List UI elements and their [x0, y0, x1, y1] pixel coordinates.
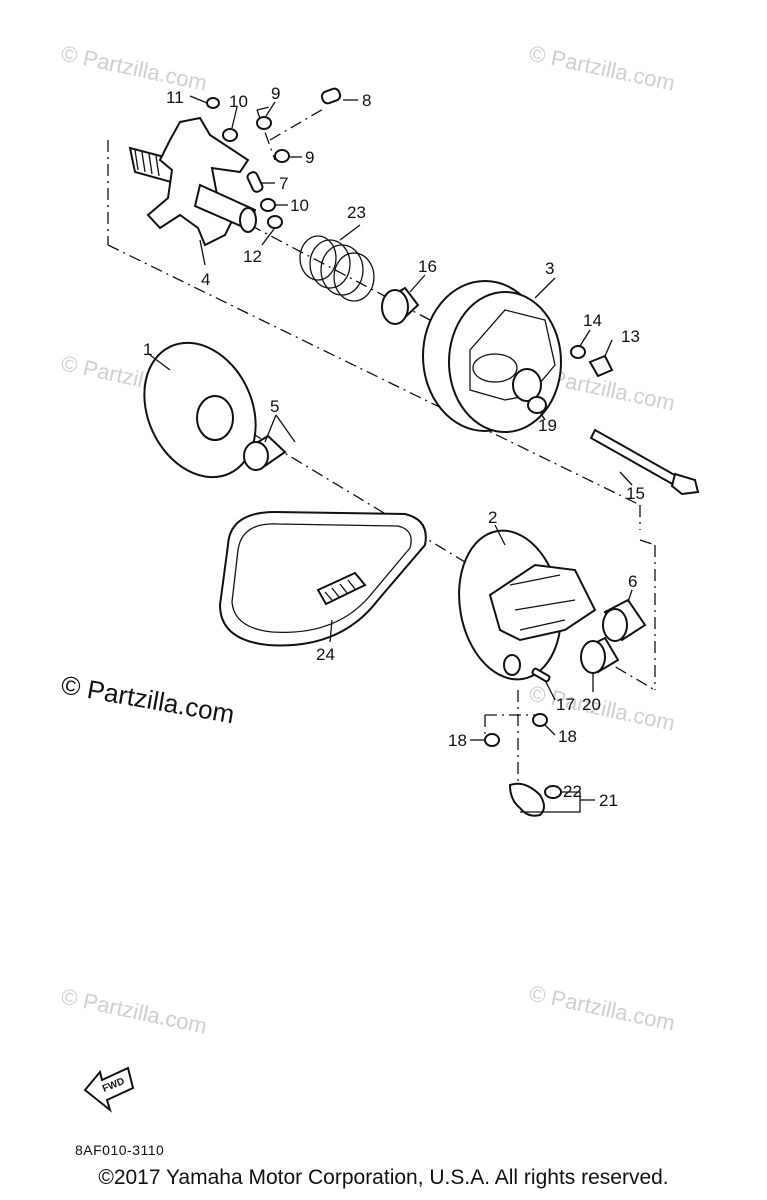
part-23-spring — [299, 235, 375, 302]
part-2-sheave — [458, 529, 597, 681]
part-9-washer — [274, 149, 290, 163]
axis-line — [229, 419, 471, 566]
part-22-pin — [544, 785, 562, 799]
callout-1: 1 — [143, 340, 152, 359]
callout-4: 4 — [201, 270, 210, 289]
part-8-pin — [320, 87, 342, 105]
callout-2: 2 — [488, 508, 497, 527]
part-19-washer — [527, 396, 547, 414]
fastener-group-right — [527, 345, 700, 496]
part-4-spider — [128, 116, 257, 247]
callout-17: 17 — [556, 695, 575, 714]
callout-9: 9 — [271, 84, 280, 103]
part-1-sheave — [143, 341, 257, 479]
callout-5: 5 — [270, 397, 279, 416]
callout-12: 12 — [243, 247, 262, 266]
part-24-belt — [218, 510, 427, 647]
watermark-text: © Partzilla.com — [527, 980, 677, 1035]
callout-24: 24 — [316, 645, 335, 664]
callout-16: 16 — [418, 257, 437, 276]
part-6-collar-end — [602, 608, 628, 642]
callout-20: 20 — [582, 695, 601, 714]
callout-8: 8 — [362, 91, 371, 110]
callout-7: 7 — [279, 174, 288, 193]
part-12-washer — [267, 215, 283, 229]
callout-3: 3 — [545, 259, 554, 278]
part-18-washer — [532, 713, 548, 727]
callout-18: 18 — [558, 727, 577, 746]
axis-line — [269, 107, 326, 141]
part-15-shaft — [589, 428, 682, 488]
lower-hardware-group — [484, 667, 562, 817]
part-9-washer — [256, 116, 272, 130]
callout-22: 22 — [563, 782, 582, 801]
callout-labels: 11 10 9 8 9 7 10 12 4 23 16 3 14 13 19 1… — [143, 84, 645, 810]
callout-9: 9 — [305, 148, 314, 167]
leader-lines — [149, 95, 633, 813]
callout-23: 23 — [347, 203, 366, 222]
callout-19: 19 — [538, 416, 557, 435]
callout-14: 14 — [583, 311, 602, 330]
part-3-cover — [422, 280, 562, 433]
callout-13: 13 — [621, 327, 640, 346]
watermark-text-dark: © Partzilla.com — [59, 669, 237, 729]
axis-line — [639, 539, 656, 546]
callout-11: 11 — [166, 88, 184, 107]
copyright-notice: ©2017 Yamaha Motor Corporation, U.S.A. A… — [98, 1166, 669, 1189]
callout-18: 18 — [448, 731, 467, 750]
part-5-bushing — [243, 434, 287, 471]
part-7-pin — [246, 171, 264, 193]
watermark-text: © Partzilla.com — [527, 40, 677, 95]
axis-line — [107, 244, 641, 506]
fwd-arrow-icon: FWD — [83, 1066, 135, 1113]
part-10-washer — [222, 128, 238, 142]
part-11-screw — [206, 97, 220, 109]
callout-10: 10 — [229, 92, 248, 111]
part-20-bushing-end — [580, 640, 606, 674]
part-13-bolt — [588, 354, 614, 378]
watermark-text: © Partzilla.com — [59, 983, 209, 1038]
collar-group — [580, 598, 647, 674]
part-10-washer — [260, 198, 276, 212]
part-16-bushing — [381, 286, 420, 325]
part-18-washer — [484, 733, 500, 747]
callout-21: 21 — [599, 791, 618, 810]
part-15-shaft-head — [670, 472, 700, 496]
part-21-weight — [508, 782, 545, 817]
diagram-code: 8AF010-3110 — [75, 1142, 165, 1158]
callout-10: 10 — [290, 196, 309, 215]
callout-6: 6 — [628, 572, 637, 591]
axis-line — [256, 106, 271, 111]
part-17-pin — [531, 667, 551, 683]
callout-15: 15 — [626, 484, 645, 503]
watermark-text: © Partzilla.com — [59, 40, 209, 95]
part-14-washer — [570, 345, 586, 359]
